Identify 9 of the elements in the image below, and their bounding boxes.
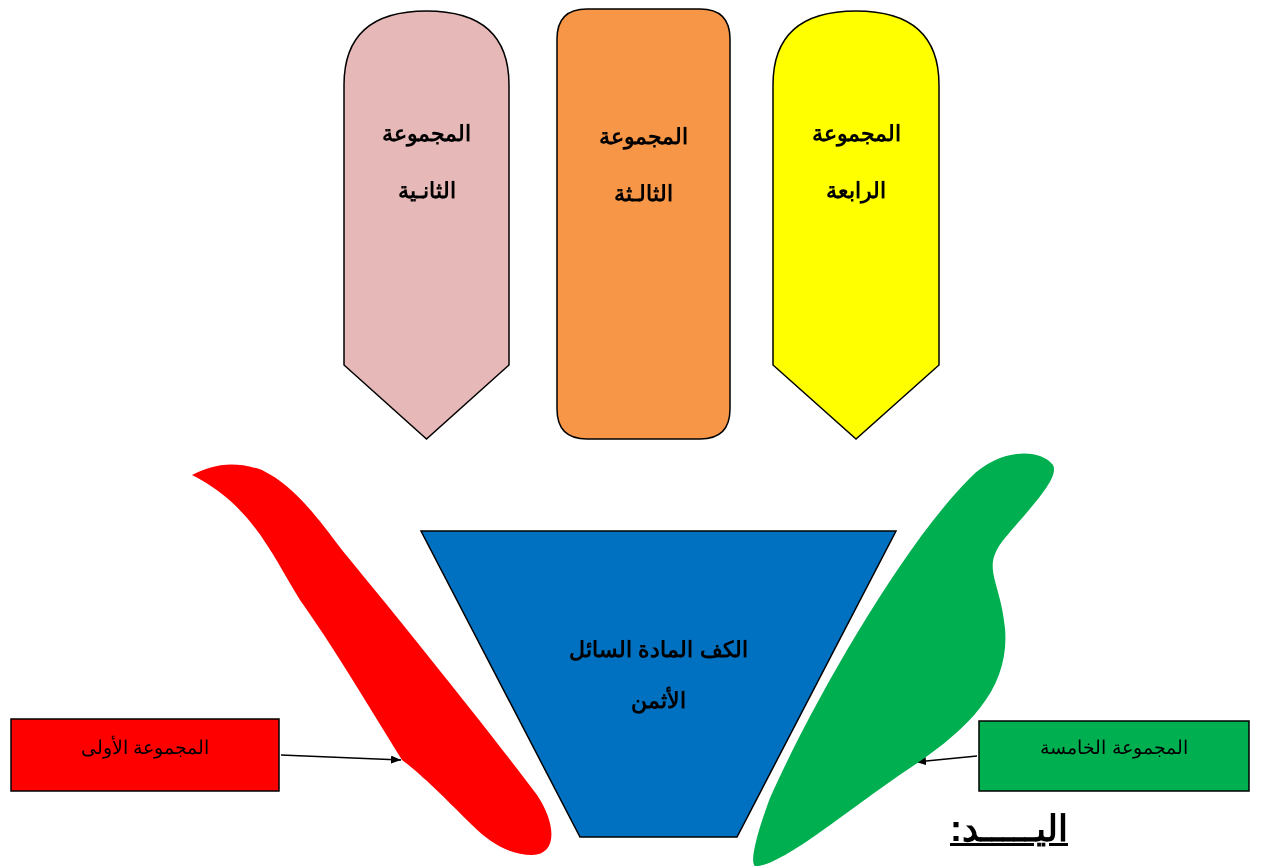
- group-label: المجموعة الخامسة: [1039, 736, 1189, 761]
- finger-label: المجموعة الثانـية: [381, 120, 472, 206]
- palm-label: الكف المادة السائل الأثمن: [568, 636, 749, 716]
- finger-label: المجموعة الثالـثة: [598, 123, 689, 209]
- heading: اليـــــد:: [950, 808, 1068, 850]
- arrow: [280, 754, 402, 764]
- arrow: [915, 755, 978, 765]
- finger-label: المجموعة الرابعة: [810, 120, 902, 206]
- group-label: المجموعة الأولى: [79, 736, 211, 761]
